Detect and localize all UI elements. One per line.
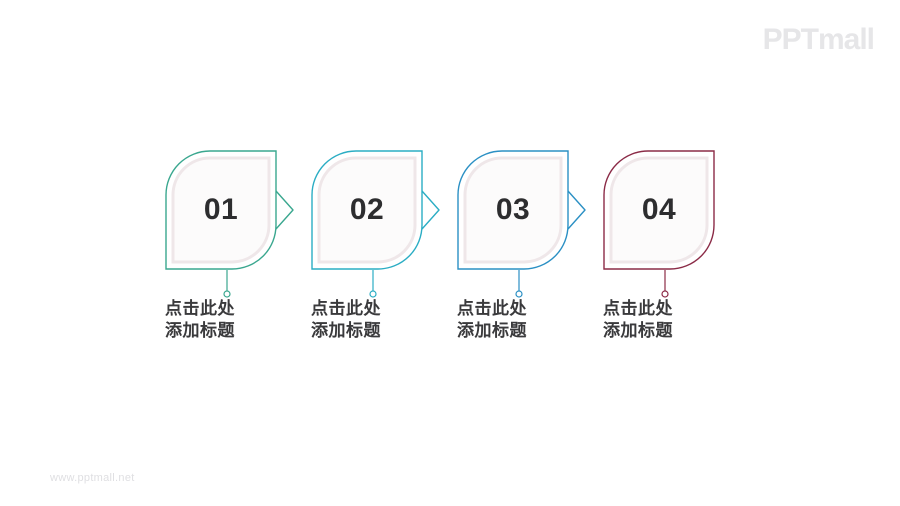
step-card-shape bbox=[457, 150, 586, 270]
step-caption-line2: 添加标题 bbox=[603, 321, 673, 342]
card-inner-outline bbox=[171, 156, 271, 264]
card-inner-outline bbox=[609, 156, 709, 264]
connector-line bbox=[661, 270, 669, 298]
connector-dot bbox=[223, 290, 231, 298]
step-card-02[interactable]: 02 bbox=[311, 150, 440, 270]
step-card-01[interactable]: 01 bbox=[165, 150, 294, 270]
chevron-right-icon bbox=[275, 190, 294, 230]
logo-text: PPTmall bbox=[762, 23, 875, 56]
card-outer-outline bbox=[165, 150, 277, 270]
step-caption[interactable]: 点击此处添加标题 bbox=[311, 298, 441, 343]
step-caption-line2: 添加标题 bbox=[457, 321, 527, 342]
chevron-right-icon bbox=[567, 190, 586, 230]
pptmall-logo: PPTmall bbox=[762, 23, 875, 56]
connector-dot bbox=[369, 290, 377, 298]
card-outer-outline bbox=[311, 150, 423, 270]
step-item-02[interactable]: 02 点击此处添加标题 bbox=[311, 150, 440, 341]
step-caption-line2: 添加标题 bbox=[165, 321, 235, 342]
connector-line bbox=[223, 270, 231, 298]
step-caption[interactable]: 点击此处添加标题 bbox=[165, 298, 295, 343]
step-caption-line1: 点击此处 bbox=[311, 299, 381, 319]
step-caption[interactable]: 点击此处添加标题 bbox=[457, 298, 587, 343]
card-outer-outline bbox=[603, 150, 715, 270]
connector-line bbox=[515, 270, 523, 298]
step-caption-line2: 添加标题 bbox=[311, 321, 381, 342]
card-inner-outline bbox=[317, 156, 417, 264]
card-outer-outline bbox=[457, 150, 569, 270]
step-item-03[interactable]: 03 点击此处添加标题 bbox=[457, 150, 586, 341]
step-card-04[interactable]: 04 bbox=[603, 150, 731, 270]
step-caption-line1: 点击此处 bbox=[603, 299, 673, 319]
connector-dot bbox=[515, 290, 523, 298]
step-card-shape bbox=[603, 150, 715, 270]
site-watermark: www.pptmall.net bbox=[50, 472, 135, 484]
step-card-shape bbox=[165, 150, 294, 270]
step-card-03[interactable]: 03 bbox=[457, 150, 586, 270]
connector-dot bbox=[661, 290, 669, 298]
card-inner-outline bbox=[463, 156, 563, 264]
chevron-right-icon bbox=[421, 190, 440, 230]
step-card-shape bbox=[311, 150, 440, 270]
connector-line bbox=[369, 270, 377, 298]
step-caption-line1: 点击此处 bbox=[165, 299, 235, 319]
step-caption[interactable]: 点击此处添加标题 bbox=[603, 298, 733, 343]
step-item-01[interactable]: 01 点击此处添加标题 bbox=[165, 150, 294, 341]
step-caption-line1: 点击此处 bbox=[457, 299, 527, 319]
